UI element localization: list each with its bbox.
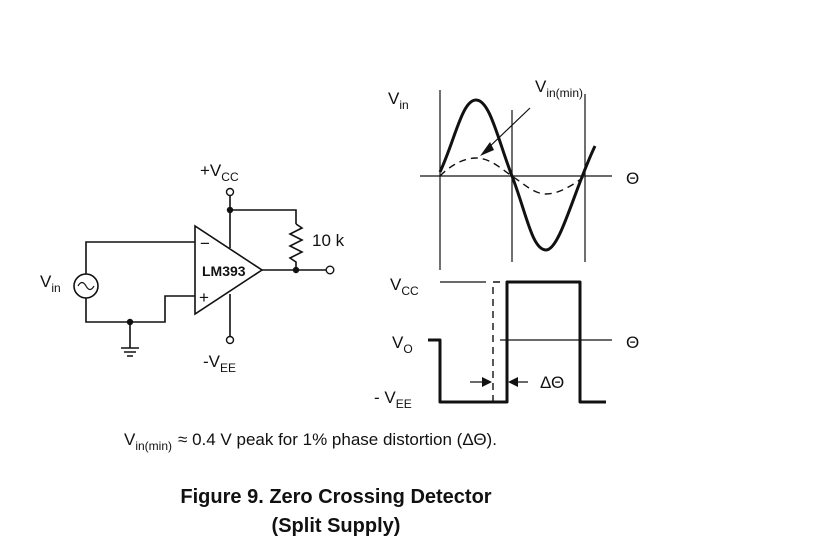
- circuit-vee-label: -VEE: [203, 352, 236, 375]
- pullup-resistor: [288, 223, 304, 270]
- noninverting-input-symbol: +: [199, 288, 209, 307]
- vo-square-wave: [428, 280, 606, 404]
- theta-bottom-label: Θ: [626, 333, 639, 352]
- resistor-label: 10 k: [312, 231, 345, 250]
- circuit-schematic: Vin − + LM393 +VCC: [40, 161, 345, 375]
- figure-caption-line1: Figure 9. Zero Crossing Detector: [180, 486, 491, 508]
- wave-vee-label: - VEE: [374, 388, 412, 411]
- wire-source-top: [85, 241, 195, 274]
- input-waveform: Vin Vin(min) Θ: [388, 77, 639, 270]
- output-waveform: VCC VO Θ - VEE ΔΘ: [374, 275, 639, 411]
- delta-theta-label: ΔΘ: [540, 373, 564, 392]
- lm393-comparator: − + LM393: [194, 224, 264, 316]
- figure-caption-line2: (Split Supply): [272, 515, 401, 537]
- inverting-input-symbol: −: [200, 234, 210, 253]
- vee-terminal: [225, 335, 235, 345]
- wire-pullup-top: [230, 209, 297, 224]
- wire-source-bottom: [85, 295, 195, 323]
- circuit-vin-label: Vin: [40, 272, 61, 295]
- vin-min-label: Vin(min): [535, 77, 583, 100]
- output-terminal: [325, 265, 335, 275]
- theta-top-label: Θ: [626, 169, 639, 188]
- circuit-vcc-label: +VCC: [200, 161, 239, 184]
- vin-large-sine: [438, 98, 597, 252]
- ideal-transition-dashed: [492, 281, 505, 402]
- wave-vin-label: Vin: [388, 89, 409, 112]
- ac-source-symbol: [73, 273, 99, 299]
- wave-vo-label: VO: [392, 333, 413, 356]
- ic-label: LM393: [202, 263, 246, 279]
- vin-min-note: Vin(min)≈ 0.4 V peak for 1% phase distor…: [124, 430, 497, 453]
- ground-symbol: [121, 318, 139, 357]
- vcc-terminal: [225, 187, 235, 197]
- wave-vcc-label: VCC: [390, 275, 419, 298]
- vin-min-arrow: [483, 107, 531, 153]
- vin-min-sine: [439, 157, 586, 195]
